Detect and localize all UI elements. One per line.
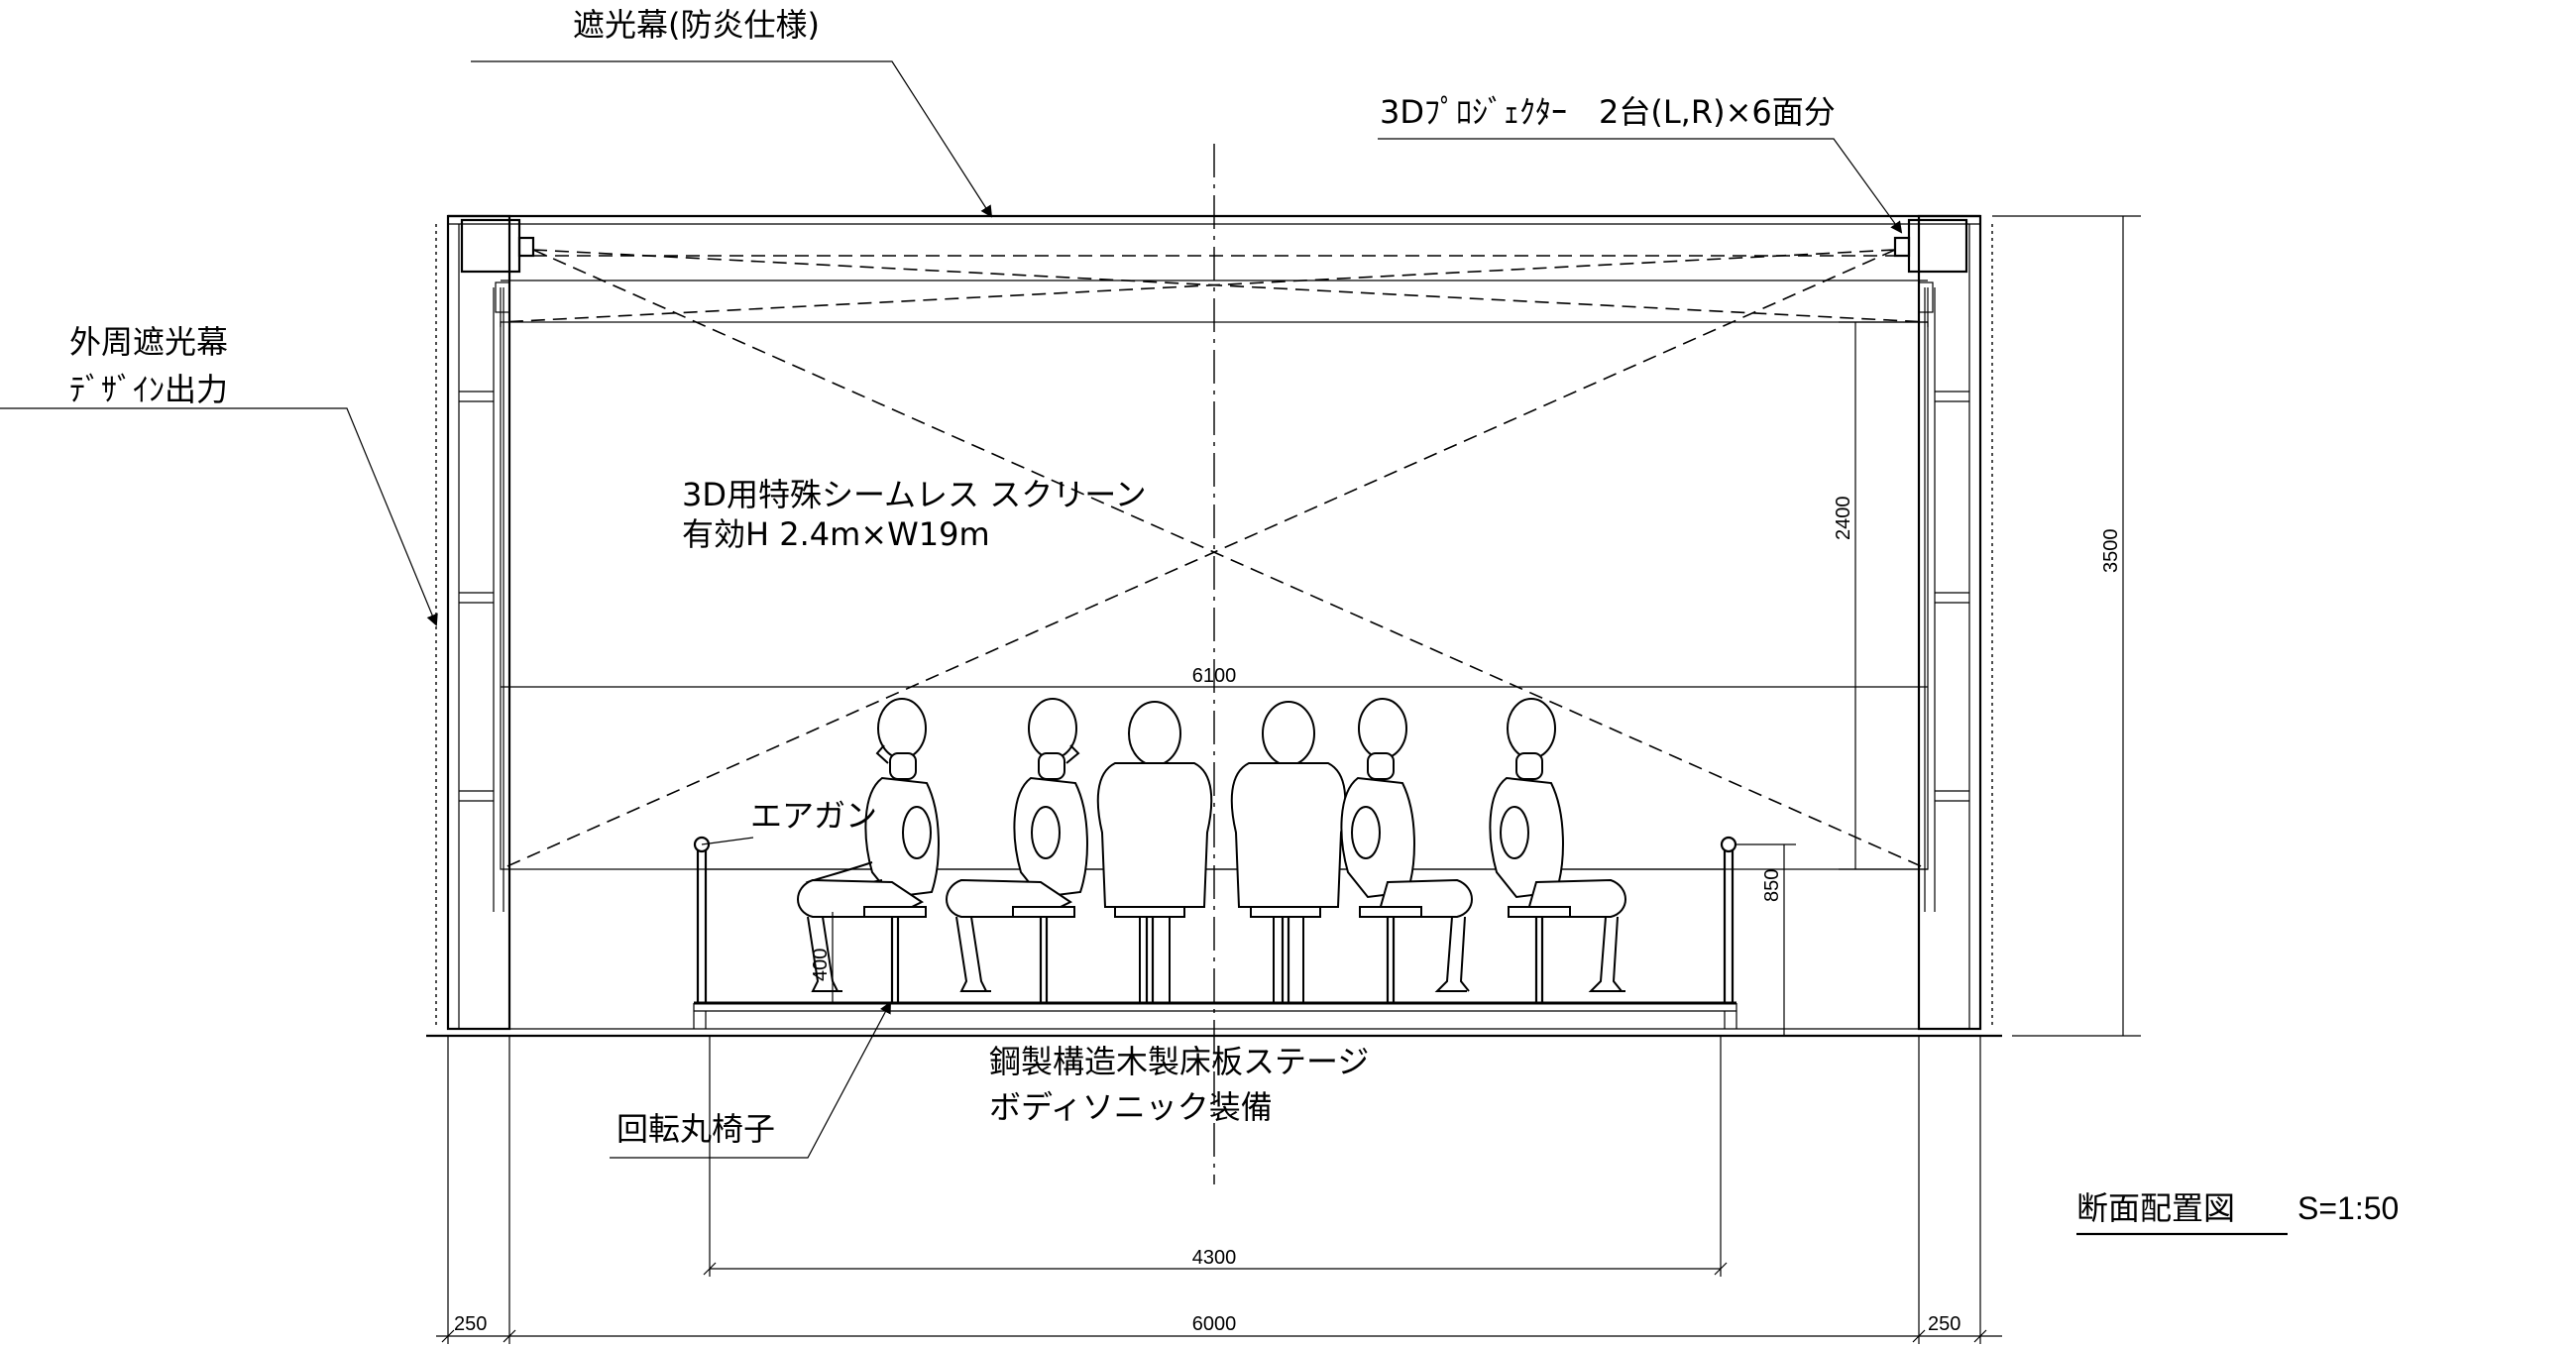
stool-1	[863, 906, 927, 1003]
drawing-title: 断面配置図	[2076, 1189, 2235, 1227]
dim-text-stage-width: 4300	[1192, 1247, 1237, 1269]
dim-text-seat-height: 400	[810, 949, 832, 981]
right-wall-frame	[1917, 214, 1982, 1031]
dim-text-right-wall: 250	[1928, 1313, 1960, 1335]
dim-text-room-width: 6000	[1192, 1313, 1237, 1335]
left-wall-frame	[446, 214, 511, 1031]
leader-outer-curtain	[0, 407, 438, 626]
stool-2	[1012, 906, 1075, 1003]
label-chair: 回転丸椅子	[616, 1110, 775, 1148]
label-outer-curtain-2: ﾃﾞｻﾞｲﾝ出力	[69, 371, 228, 408]
drawing-scale: S=1:50	[2297, 1190, 2399, 1226]
dim-text-screen-width: 6100	[1192, 665, 1237, 687]
seated-person-side-4	[1489, 698, 1626, 992]
projector-right-icon	[1893, 218, 1968, 313]
stool-6	[1508, 906, 1571, 1003]
leader-projector	[1378, 138, 1903, 234]
label-outer-curtain-1: 外周遮光幕	[69, 323, 228, 361]
swivel-stools	[863, 906, 1571, 1003]
seated-person-side-3	[1340, 698, 1473, 992]
label-stage-1: 鋼製構造木製床板ステージ	[989, 1043, 1369, 1080]
stage	[693, 836, 1737, 1029]
seated-person-side-2	[946, 698, 1088, 992]
label-stage-2: ボディソニック装備	[989, 1088, 1273, 1126]
dim-text-screen-height: 2400	[1833, 497, 1854, 541]
label-projector: 3Dﾌﾟﾛｼﾞｪｸﾀｰ 2台(L,R)×6面分	[1380, 93, 1836, 131]
leader-blackout-curtain	[471, 60, 993, 218]
dimension-lines	[436, 215, 2141, 1344]
text-labels: 遮光幕(防炎仕様) 3Dﾌﾟﾛｼﾞｪｸﾀｰ 2台(L,R)×6面分 外周遮光幕 …	[69, 6, 2399, 1335]
projector-left-icon	[460, 218, 535, 313]
label-air-gun: エアガン	[750, 797, 877, 835]
projection-beams	[500, 249, 1929, 870]
seated-person-side-1	[797, 698, 940, 992]
leader-air-gun	[701, 837, 754, 845]
room-structure	[426, 144, 2002, 1184]
leader-chair	[610, 1001, 891, 1159]
left-rail	[693, 836, 711, 1003]
right-rail	[1720, 836, 1737, 1003]
stool-3	[1114, 906, 1185, 1003]
stool-5	[1359, 906, 1422, 1003]
label-screen-1: 3D用特殊シームレス スクリーン	[682, 476, 1147, 513]
left-wall-rungs	[459, 391, 494, 802]
stool-4	[1250, 906, 1321, 1003]
dim-text-total-height: 3500	[2100, 529, 2122, 574]
dim-text-left-wall: 250	[454, 1313, 487, 1335]
seated-person-back-1	[1096, 701, 1213, 1003]
dim-text-rail-height: 850	[1761, 869, 1783, 902]
label-screen-2: 有効H 2.4m×W19m	[682, 515, 990, 553]
audience-figures	[797, 698, 1626, 1003]
right-wall-rungs	[1935, 391, 1969, 802]
leader-lines	[0, 60, 2288, 1236]
seated-person-back-2	[1230, 701, 1347, 1003]
projectors	[460, 218, 1968, 313]
label-blackout-curtain: 遮光幕(防炎仕様)	[573, 6, 820, 44]
